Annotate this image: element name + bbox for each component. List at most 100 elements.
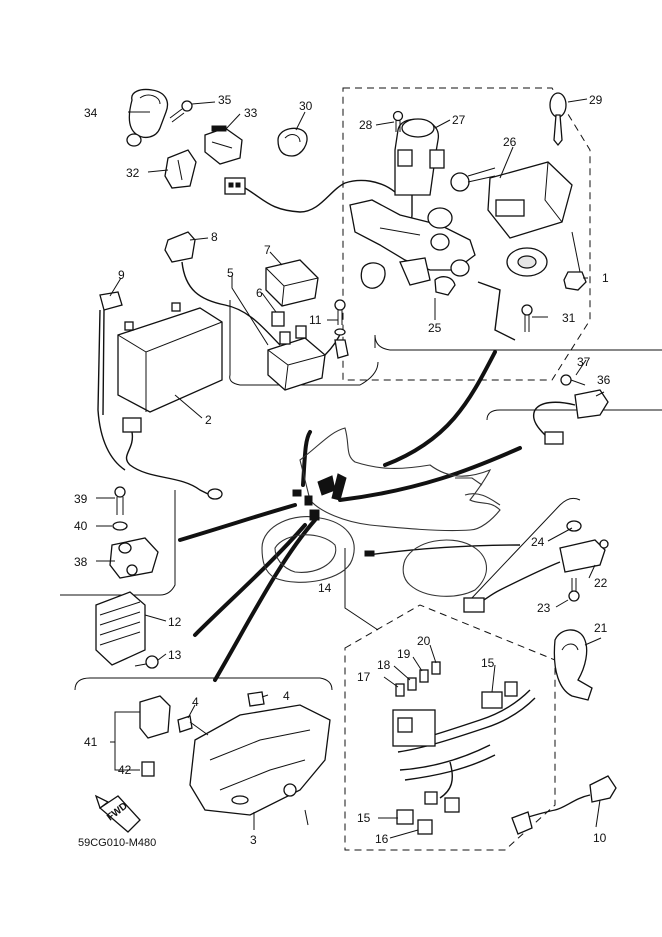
leader-harness [367, 544, 521, 556]
callout-39: 39 [74, 492, 88, 506]
callout-5: 5 [227, 266, 234, 280]
bolt-part-13 [134, 655, 159, 669]
bolt-panel-outline [60, 490, 176, 596]
callout-37: 37 [577, 355, 591, 369]
drawing-code: 59CG010-M480 [78, 837, 156, 849]
screw-part-37 [560, 374, 586, 386]
spacer-part [360, 262, 386, 289]
callout-4b: 4 [283, 689, 290, 703]
screw-part-11 [334, 299, 349, 359]
regulator-panel-outline [74, 677, 333, 691]
callout-2: 2 [205, 413, 212, 427]
battery-cable [97, 409, 223, 500]
callout-34: 34 [84, 106, 98, 120]
callout-41: 41 [84, 735, 98, 749]
starter-relay-part [267, 325, 343, 391]
screw-part-28 [392, 110, 404, 132]
callout-7: 7 [264, 243, 271, 257]
callout-23: 23 [537, 601, 551, 615]
callout-22: 22 [594, 576, 608, 590]
callout-29: 29 [589, 93, 603, 107]
callout-16: 16 [375, 832, 389, 846]
callout-18: 18 [377, 658, 391, 672]
callout-15a: 15 [481, 656, 495, 670]
switch-connector [224, 177, 396, 213]
screw-part-35 [169, 100, 193, 123]
leader-bolt-group [178, 503, 297, 542]
switch-housing-part [204, 125, 243, 165]
callout-14: 14 [318, 581, 332, 595]
regulator-part [95, 591, 146, 666]
clamp-part-21 [553, 629, 593, 701]
callout-10: 10 [593, 831, 607, 845]
ignition-group-box [342, 87, 591, 381]
screw-part-31 [521, 304, 533, 332]
sensor-part-10 [511, 775, 617, 835]
callout-15b: 15 [357, 811, 371, 825]
handlebar-clamp-part [126, 88, 169, 147]
battery-cover-part [164, 231, 281, 346]
grommet-part-4b [247, 691, 265, 707]
callout-4a: 4 [192, 695, 199, 709]
lock-assembly [349, 199, 476, 296]
relay-panel-outline [374, 334, 662, 351]
leader-main-switch [383, 350, 497, 467]
callout-31: 31 [562, 311, 576, 325]
leader-41 [110, 711, 140, 771]
switch-half-part [164, 149, 197, 189]
wire-harness-part [392, 681, 536, 835]
motorcycle-silhouette [261, 427, 501, 597]
washer-part-40 [112, 521, 128, 531]
callout-17: 17 [357, 670, 371, 684]
key-cap-part [506, 247, 548, 277]
callout-42: 42 [118, 763, 132, 777]
callout-9: 9 [118, 268, 125, 282]
relay-part-7 [265, 259, 319, 307]
fwd-arrow-icon [94, 794, 141, 833]
sidestand-switch-part [463, 520, 609, 613]
electrical-bracket-part [189, 704, 331, 826]
callout-20: 20 [417, 634, 431, 648]
leader-regulator [193, 523, 307, 637]
battery-part [117, 302, 223, 413]
leader-sensor [338, 446, 522, 502]
callout-leaders [96, 98, 605, 839]
callout-30: 30 [299, 99, 313, 113]
callout-1: 1 [602, 271, 609, 285]
nut-part-1 [563, 271, 587, 291]
leader-14 [344, 548, 379, 631]
main-switch-part [377, 118, 445, 226]
sensor-part-36 [533, 389, 609, 445]
leader-battery [301, 430, 312, 487]
callout-28: 28 [359, 118, 373, 132]
screw-part-23 [568, 578, 580, 602]
callout-21: 21 [594, 621, 608, 635]
callout-11: 11 [309, 313, 322, 327]
bolt-part-39 [114, 486, 126, 515]
callout-33: 33 [244, 106, 258, 120]
callout-27: 27 [452, 113, 466, 127]
grommet-part-4a [177, 715, 209, 736]
relay-part-41 [139, 695, 171, 739]
callout-8: 8 [211, 230, 218, 244]
callout-13: 13 [168, 648, 182, 662]
ignition-wire [477, 281, 516, 341]
callout-25: 25 [428, 321, 442, 335]
callout-38: 38 [74, 555, 88, 569]
callout-12: 12 [168, 615, 182, 629]
callout-19: 19 [397, 647, 411, 661]
harness-group-box [344, 604, 556, 851]
callout-6: 6 [256, 286, 263, 300]
callout-3: 3 [250, 833, 257, 847]
key-part [450, 92, 567, 192]
bracket-part-38 [109, 537, 159, 579]
battery-panel-outline [229, 300, 379, 386]
callout-32: 32 [126, 166, 140, 180]
immobilizer-unit-part [487, 161, 573, 239]
sensor-panel-outline [486, 409, 662, 421]
callout-35: 35 [218, 93, 232, 107]
wire-clip-part [277, 127, 308, 157]
callout-40: 40 [74, 519, 88, 533]
fuse-part-42 [141, 761, 155, 777]
